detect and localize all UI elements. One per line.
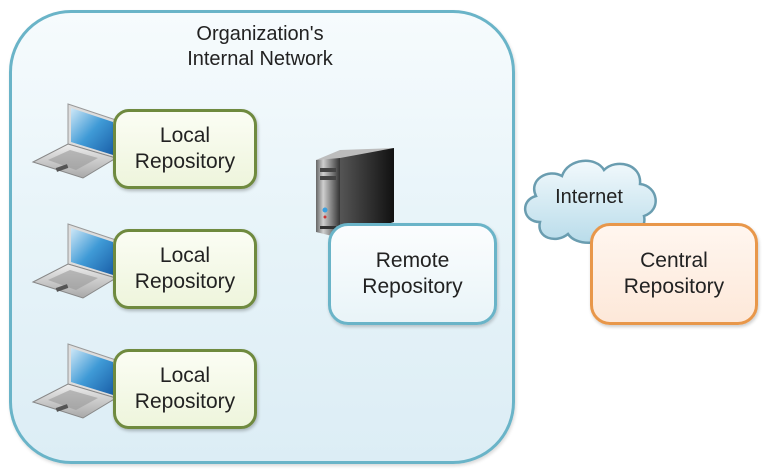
local-repository-2[interactable]: Local Repository xyxy=(113,229,257,309)
remote-repository[interactable]: Remote Repository xyxy=(328,223,497,325)
laptop-icon xyxy=(31,223,118,299)
cloud-icon xyxy=(524,159,657,244)
laptop-icon xyxy=(31,343,118,419)
local-repository-1[interactable]: Local Repository xyxy=(113,109,257,189)
server-icon xyxy=(316,148,394,238)
central-repository[interactable]: Central Repository xyxy=(590,223,758,325)
network-title: Organization's Internal Network xyxy=(187,23,333,70)
local-repository-3[interactable]: Local Repository xyxy=(113,349,257,429)
internet-label: Internet xyxy=(555,186,623,208)
laptop-icon xyxy=(31,103,118,179)
